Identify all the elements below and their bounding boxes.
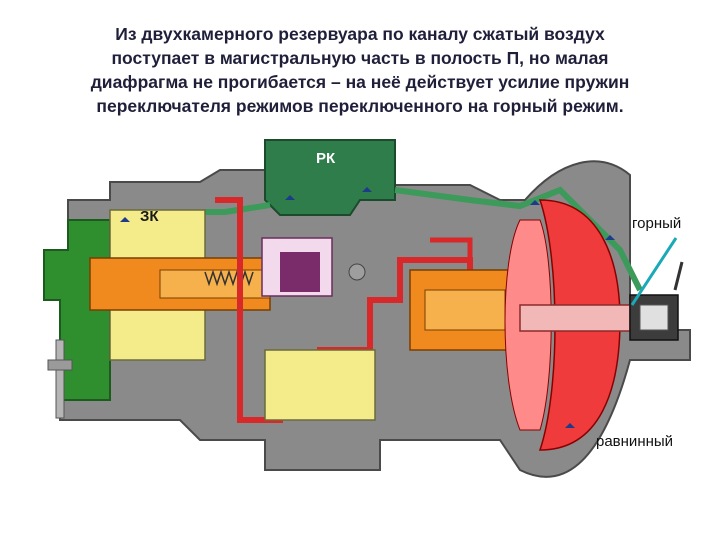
diaphragm-stem xyxy=(519,304,631,332)
mode-switch-inner xyxy=(639,304,669,331)
mode-mountain-label: горный xyxy=(632,215,682,232)
piston-rod xyxy=(159,269,271,299)
check-marker xyxy=(530,200,540,205)
release-rod-handle xyxy=(47,359,73,371)
check-marker xyxy=(605,235,615,240)
release-rod xyxy=(55,339,65,419)
piston-spring xyxy=(204,269,254,287)
rk-channel xyxy=(394,186,643,292)
slide-caption: Из двухкамерного резервуара по каналу сж… xyxy=(90,24,630,116)
rk-label: РК xyxy=(316,150,336,167)
mode-plain-label: равнинный xyxy=(596,433,674,450)
check-marker xyxy=(285,195,295,200)
zk-label: ЗК xyxy=(140,208,159,225)
mode-switch-lever xyxy=(673,261,684,291)
red-channel-2 xyxy=(430,237,473,262)
check-marker xyxy=(565,423,575,428)
mode-pointer-line xyxy=(630,237,678,306)
central-mechanism-inner xyxy=(424,289,506,331)
check-marker xyxy=(362,187,372,192)
lower-cavity xyxy=(264,349,376,421)
main-valve-core xyxy=(280,252,320,292)
check-marker xyxy=(120,217,130,222)
rk-channel-left xyxy=(205,202,271,215)
valve-ball xyxy=(348,263,366,281)
